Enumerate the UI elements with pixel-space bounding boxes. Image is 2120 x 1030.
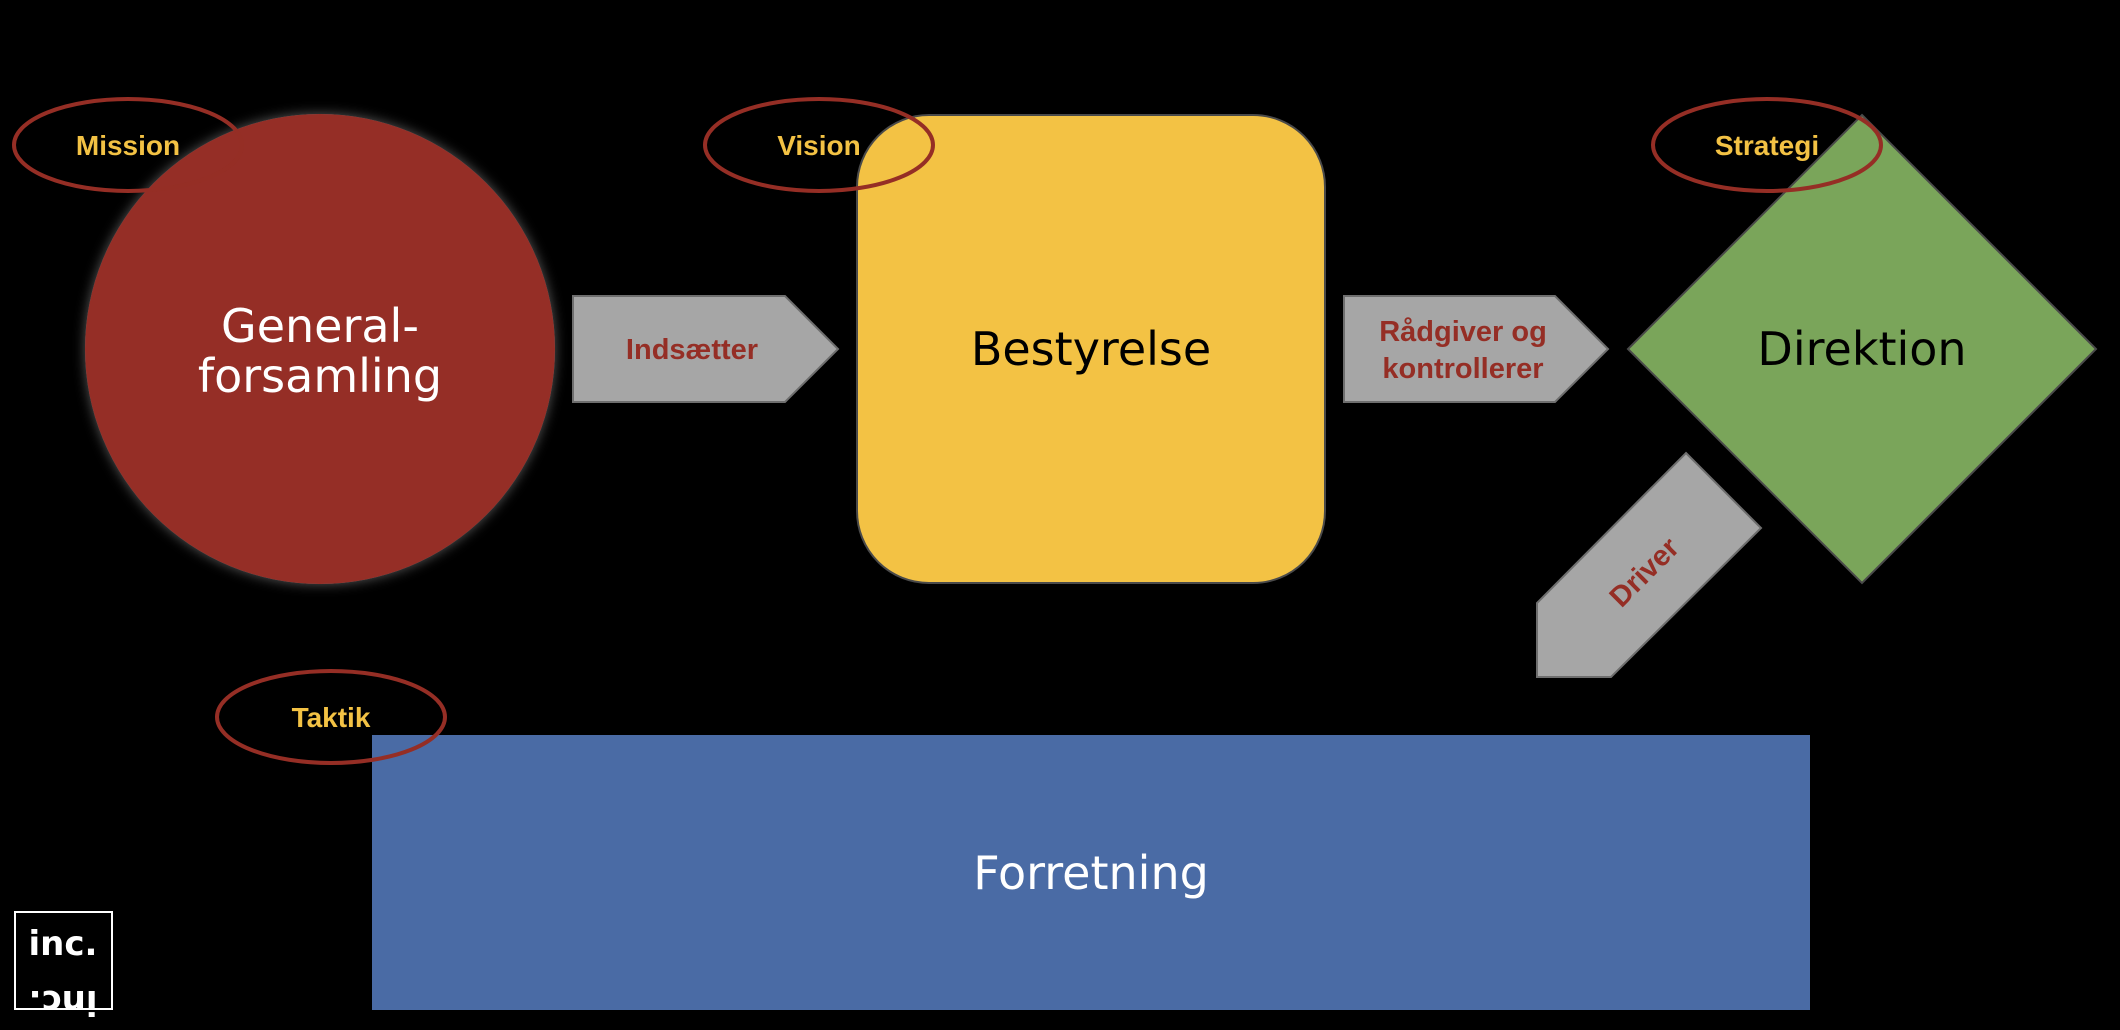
- raadgiver-arrow-label-line2: kontrollerer: [1382, 353, 1543, 385]
- strategi-ellipse: [1651, 97, 1883, 193]
- logo-text-top: inc.: [29, 924, 98, 964]
- taktik-label: Taktik: [292, 702, 371, 733]
- forretning-rectangle: [372, 735, 1810, 1010]
- generalforsamling-label-line1: General-: [221, 299, 419, 353]
- direktion-label: Direktion: [1757, 322, 1966, 376]
- vision-label: Vision: [777, 130, 861, 161]
- inc-logo: inc. inc.: [14, 911, 113, 1022]
- direktion-diamond: [1626, 113, 2098, 585]
- driver-arrow: Driver: [1536, 451, 1763, 678]
- driver-arrow-shape: [1536, 451, 1763, 678]
- logo-frame: [14, 911, 113, 1010]
- mission-ellipse-label: Mission: [12, 97, 244, 193]
- bestyrelse-node: Bestyrelse: [856, 114, 1326, 584]
- direktion-node: Direktion: [1626, 113, 2098, 585]
- strategi-ellipse-label: Strategi: [1651, 97, 1883, 193]
- mission-ellipse: [12, 97, 244, 193]
- raadgiver-arrow-label-line1: Rådgiver og: [1379, 316, 1547, 348]
- logo-text-bottom: inc.: [29, 982, 98, 1022]
- vision-ellipse: [703, 97, 935, 193]
- mission-label: Mission: [76, 130, 180, 161]
- generalforsamling-node: General- forsamling: [85, 114, 555, 584]
- bestyrelse-label: Bestyrelse: [971, 322, 1211, 376]
- generalforsamling-label-line2: forsamling: [198, 349, 442, 403]
- taktik-ellipse: [215, 669, 447, 765]
- generalforsamling-circle: [85, 114, 555, 584]
- vision-ellipse-label: Vision: [703, 97, 935, 193]
- indsaetter-arrow: Indsætter: [572, 295, 840, 403]
- forretning-node: Forretning: [372, 735, 1810, 1010]
- raadgiver-arrow-shape: [1343, 295, 1610, 403]
- indsaetter-arrow-label: Indsætter: [626, 334, 758, 366]
- bestyrelse-rounded-square: [856, 114, 1326, 584]
- raadgiver-arrow: Rådgiver og kontrollerer: [1343, 295, 1610, 403]
- taktik-ellipse-label: Taktik: [215, 669, 447, 765]
- indsaetter-arrow-shape: [572, 295, 840, 403]
- forretning-label: Forretning: [973, 846, 1209, 900]
- strategi-label: Strategi: [1715, 130, 1819, 161]
